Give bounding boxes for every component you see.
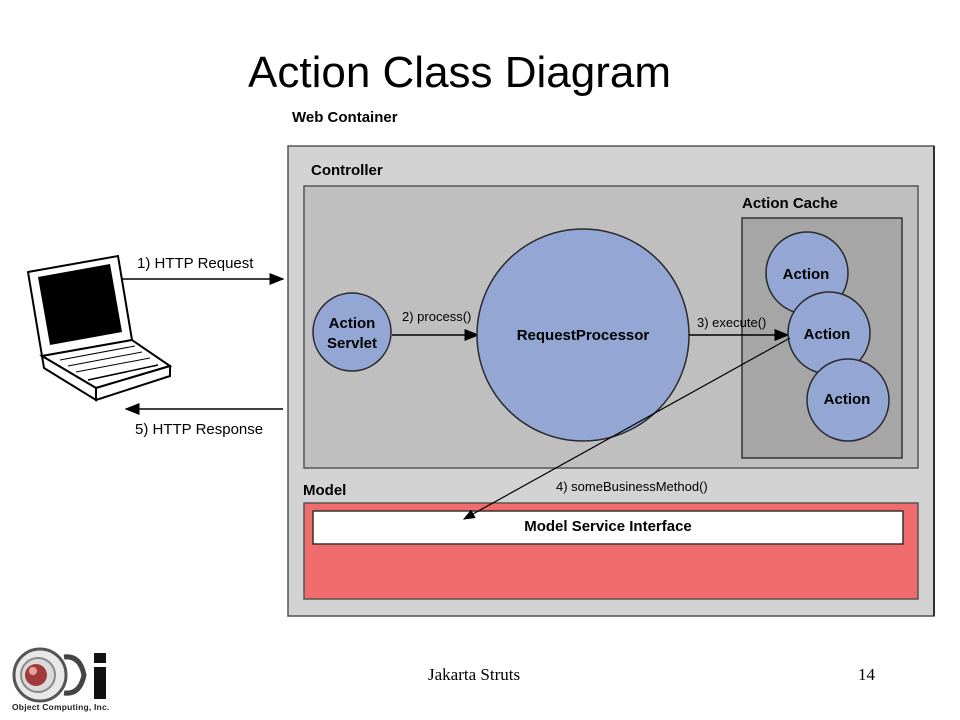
execute-label: 3) execute(): [697, 315, 766, 330]
oci-logo-icon: [12, 647, 106, 703]
action-label-2: Action: [804, 326, 851, 343]
laptop-icon: [26, 254, 173, 402]
http-request-label: 1) HTTP Request: [137, 255, 254, 272]
business-method-label: 4) someBusinessMethod(): [556, 479, 708, 494]
action-label-3: Action: [824, 391, 871, 408]
web-container-label: Web Container: [292, 109, 398, 126]
controller-label: Controller: [311, 162, 383, 179]
model-service-interface-box: [312, 510, 904, 545]
logo-text: Object Computing, Inc.: [12, 702, 110, 712]
page-number: 14: [858, 665, 875, 684]
model-label: Model: [303, 482, 346, 499]
slide-title: Action Class Diagram: [248, 48, 672, 97]
action-servlet-label-line2: Servlet: [327, 335, 377, 352]
action-cache-label: Action Cache: [742, 195, 838, 212]
footer-text: Jakarta Struts: [428, 665, 521, 684]
action-label-1: Action: [783, 266, 830, 283]
request-processor-label: RequestProcessor: [517, 327, 650, 344]
model-service-interface-label: Model Service Interface: [524, 518, 692, 535]
action-servlet-circle: [312, 292, 392, 372]
action-servlet-label-line1: Action: [329, 315, 376, 332]
process-label: 2) process(): [402, 309, 471, 324]
business-method-arrow: [462, 337, 791, 520]
action-circle-3: [806, 358, 890, 442]
http-response-label: 5) HTTP Response: [135, 421, 263, 438]
